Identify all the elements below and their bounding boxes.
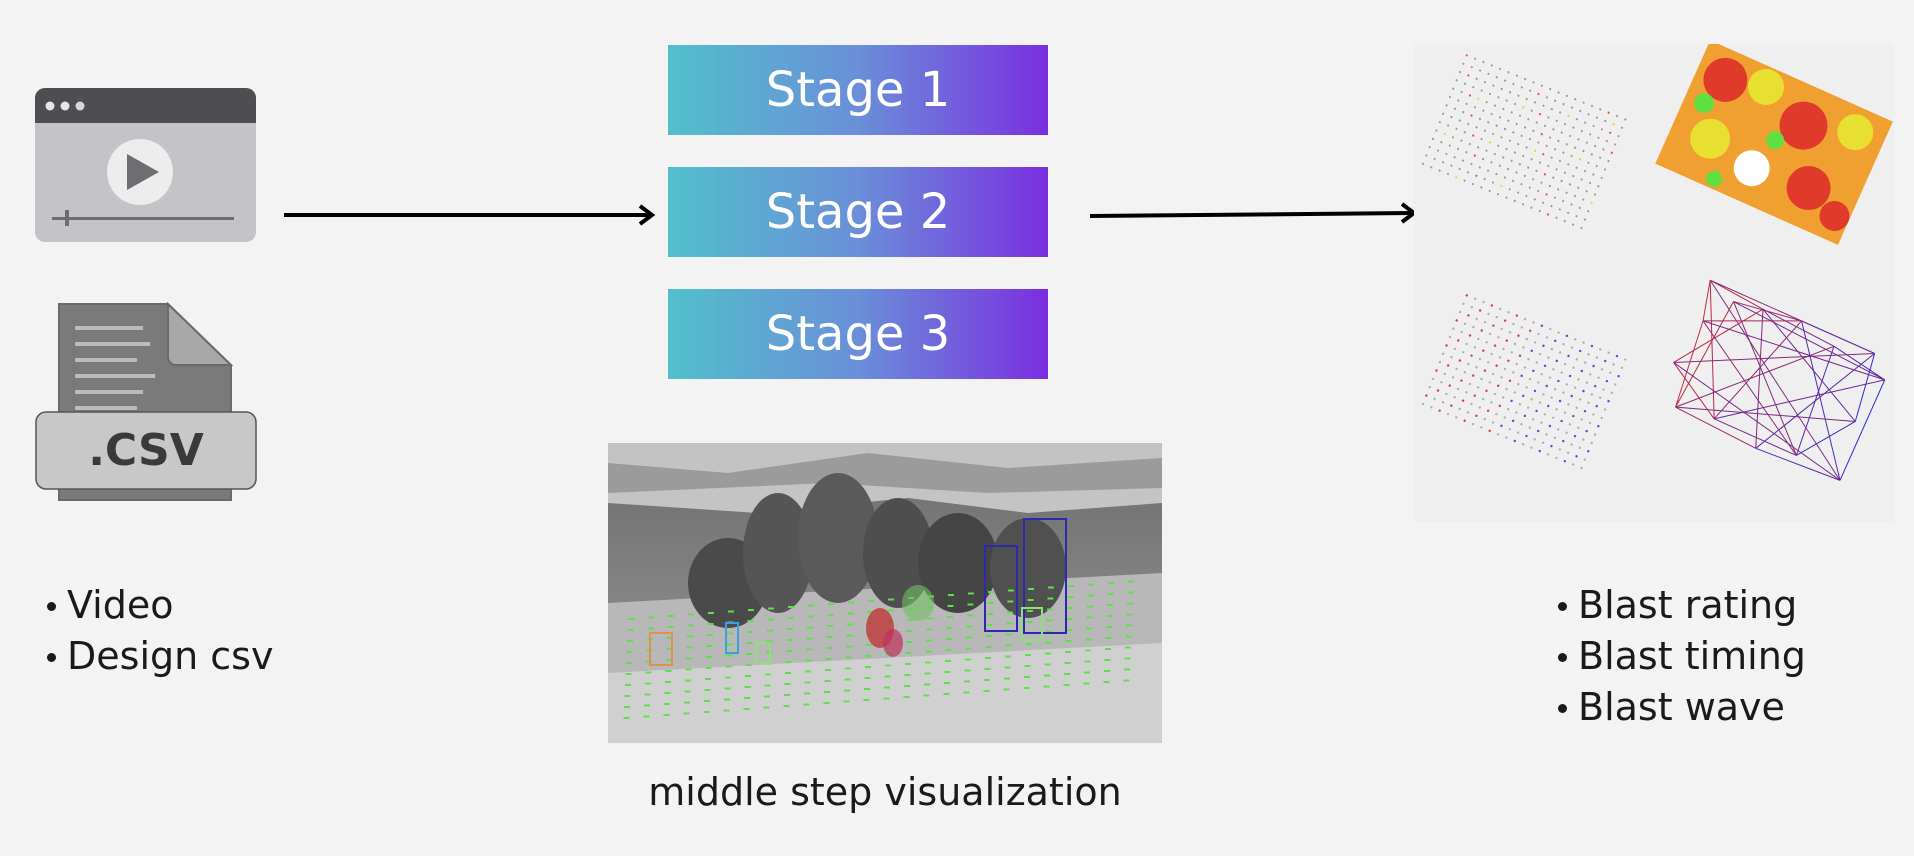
stage-label: Stage 3 bbox=[765, 306, 951, 362]
arrow-right-icon bbox=[1089, 202, 1418, 224]
visualization-caption: middle step visualization bbox=[648, 770, 1122, 814]
output-results-image bbox=[1414, 44, 1894, 522]
stage-1-box: Stage 1 bbox=[668, 45, 1048, 135]
csv-file-icon: .CSV bbox=[35, 302, 257, 502]
list-item: Design csv bbox=[35, 631, 273, 682]
stage-label: Stage 1 bbox=[765, 62, 951, 118]
video-player-icon bbox=[35, 88, 256, 242]
arrow-right-icon bbox=[284, 204, 656, 226]
stage-3-box: Stage 3 bbox=[668, 289, 1048, 379]
stage-label: Stage 2 bbox=[765, 184, 951, 240]
middle-visualization-image bbox=[608, 443, 1162, 743]
stage-2-box: Stage 2 bbox=[668, 167, 1048, 257]
csv-label: .CSV bbox=[88, 425, 204, 476]
list-item: Blast wave bbox=[1546, 682, 1806, 733]
output-list: Blast rating Blast timing Blast wave bbox=[1546, 580, 1806, 733]
list-item: Video bbox=[35, 580, 273, 631]
input-list: Video Design csv bbox=[35, 580, 273, 682]
list-item: Blast rating bbox=[1546, 580, 1806, 631]
list-item: Blast timing bbox=[1546, 631, 1806, 682]
